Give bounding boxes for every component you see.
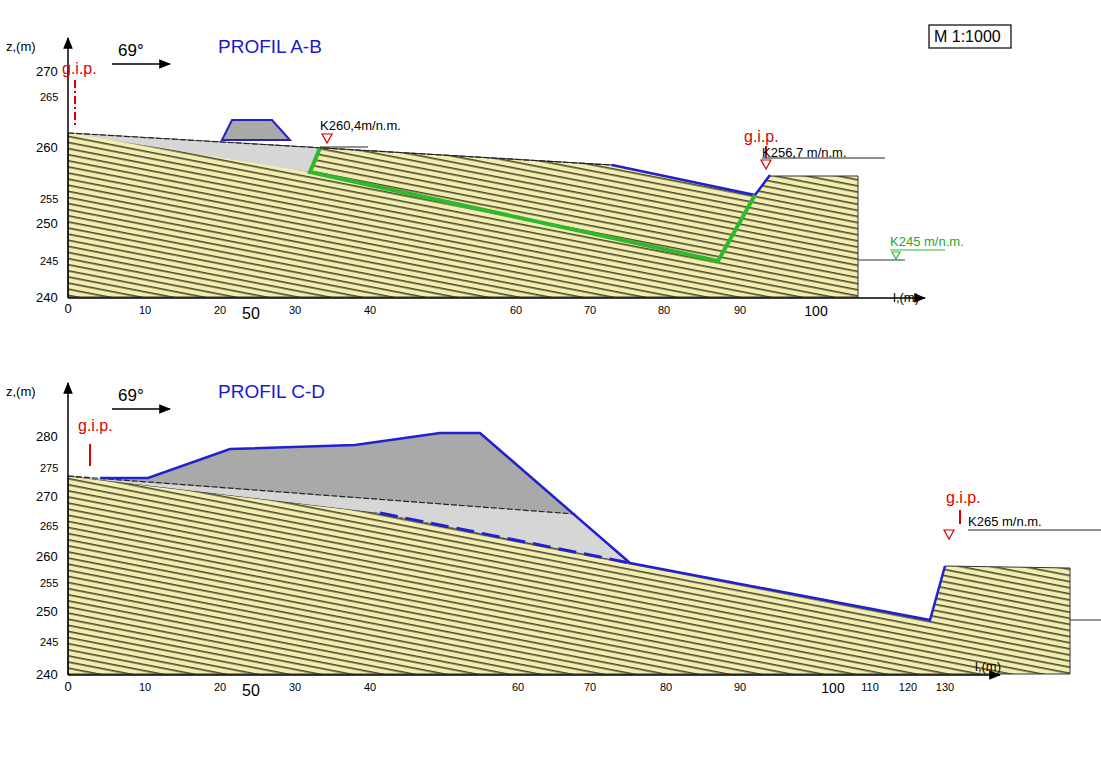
- scale-box: M 1:1000: [934, 29, 1001, 45]
- x-tick: 90: [734, 305, 746, 316]
- y-tick: 250: [36, 605, 58, 618]
- x-tick: 50: [242, 683, 260, 699]
- x-tick: 30: [289, 305, 301, 316]
- y-tick: 280: [36, 430, 58, 443]
- x-tick: 60: [510, 305, 522, 316]
- x-tick: 60: [512, 682, 524, 693]
- elevation-label: K265 m/n.m.: [968, 515, 1042, 528]
- axis-title: z,(m): [6, 385, 36, 398]
- profile-title: PROFIL A-B: [218, 37, 322, 56]
- gip-mark: g.i.p.: [78, 418, 113, 434]
- y-tick: 250: [36, 217, 58, 230]
- y-tick: 240: [36, 291, 58, 304]
- axis-title: l,(m): [893, 291, 919, 304]
- y-tick: 265: [40, 521, 58, 532]
- y-tick: 265: [40, 92, 58, 103]
- x-tick: 0: [64, 302, 71, 315]
- x-tick: 0: [64, 680, 71, 693]
- x-tick: 100: [821, 681, 844, 695]
- x-tick: 90: [734, 682, 746, 693]
- x-tick: 120: [899, 682, 917, 693]
- x-tick: 130: [936, 682, 954, 693]
- azimuth: 69°: [118, 42, 144, 59]
- profile-title: PROFIL C-D: [218, 382, 325, 401]
- x-tick: 70: [584, 682, 596, 693]
- y-tick: 270: [36, 65, 58, 78]
- elevation-label: K245 m/n.m.: [890, 235, 964, 248]
- x-tick: 20: [214, 682, 226, 693]
- y-tick: 275: [40, 463, 58, 474]
- y-tick: 245: [40, 637, 58, 648]
- x-tick: 10: [139, 682, 151, 693]
- x-tick: 80: [660, 682, 672, 693]
- gip-mark: g.i.p.: [946, 490, 981, 506]
- x-tick: 80: [658, 305, 670, 316]
- x-tick: 30: [289, 682, 301, 693]
- elevation-label: K260,4m/n.m.: [320, 119, 401, 132]
- x-tick: 20: [214, 305, 226, 316]
- x-tick: 70: [584, 305, 596, 316]
- y-tick: 255: [40, 578, 58, 589]
- y-tick: 245: [40, 256, 58, 267]
- y-tick: 260: [36, 550, 58, 563]
- y-tick: 255: [40, 194, 58, 205]
- x-tick: 110: [861, 682, 879, 693]
- elevation-label: K256,7 m/n.m.: [762, 146, 847, 159]
- x-tick: 40: [364, 682, 376, 693]
- gip-mark: g.i.p.: [744, 129, 779, 145]
- x-tick: 100: [804, 304, 827, 318]
- axis-title: l,(m): [975, 660, 1001, 673]
- axis-title: z,(m): [6, 40, 36, 53]
- y-tick: 270: [36, 490, 58, 503]
- y-tick: 260: [36, 141, 58, 154]
- x-tick: 40: [364, 305, 376, 316]
- y-tick: 240: [36, 668, 58, 681]
- azimuth: 69°: [118, 387, 144, 404]
- gip-mark: g.i.p.: [62, 61, 97, 77]
- x-tick: 10: [139, 305, 151, 316]
- x-tick: 50: [242, 306, 260, 322]
